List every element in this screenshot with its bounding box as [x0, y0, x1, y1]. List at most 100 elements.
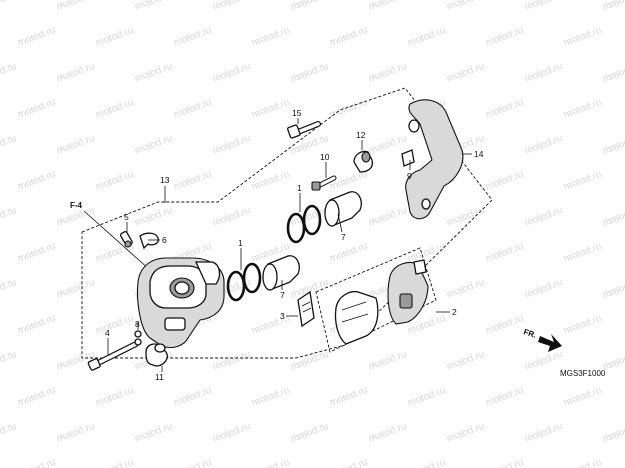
watermark-text: motod.ru — [523, 205, 564, 229]
watermark-text: motod.ru — [289, 0, 330, 13]
watermark-text: motod.ru — [601, 205, 625, 229]
callout-7-front[interactable]: 7 — [280, 290, 285, 300]
watermark-text: motod.ru — [94, 457, 135, 468]
watermark-text: motod.ru — [328, 25, 369, 49]
watermark-text: motod.ru — [484, 457, 525, 468]
watermark-text: motod.ru — [250, 313, 291, 337]
watermark-text: motod.ru — [0, 421, 18, 445]
watermark-text: motod.ru — [562, 169, 603, 193]
watermark-text: motod.ru — [0, 349, 18, 373]
watermark-text: motod.ru — [55, 61, 96, 85]
pad-spring — [297, 290, 315, 328]
callout-8[interactable]: 8 — [135, 319, 140, 329]
watermark-text: motod.ru — [601, 0, 625, 13]
callout-11[interactable]: 11 — [155, 372, 164, 382]
section-ref-label: F-4 — [70, 201, 83, 210]
watermark-text: motod.ru — [211, 61, 252, 85]
watermark-text: motod.ru — [562, 25, 603, 49]
watermark-text: motod.ru — [133, 205, 174, 229]
watermark-text: motod.ru — [328, 97, 369, 121]
callout-10[interactable]: 10 — [320, 152, 330, 162]
watermark-text: motod.ru — [328, 385, 369, 409]
watermark-text: motod.ru — [94, 385, 135, 409]
callout-5[interactable]: 5 — [124, 212, 129, 222]
callout-3[interactable]: 3 — [280, 311, 285, 321]
leader-f4 — [83, 210, 151, 271]
watermark-text: motod.ru — [172, 97, 213, 121]
watermark-text: motod.ru — [484, 25, 525, 49]
watermark-text: motod.ru — [523, 277, 564, 301]
bleeder-cap — [139, 232, 159, 250]
bracket-boot — [353, 150, 374, 173]
watermark-text: motod.ru — [16, 385, 57, 409]
watermark-text: motod.ru — [445, 205, 486, 229]
watermark-text: motod.ru — [601, 277, 625, 301]
watermark-text: motod.ru — [211, 133, 252, 157]
watermark-text: motod.ru — [562, 313, 603, 337]
watermark-text: motod.ru — [250, 385, 291, 409]
watermark-text: motod.ru — [16, 97, 57, 121]
watermark-text: motod.ru — [484, 241, 525, 265]
brake-pad-inner — [334, 290, 379, 345]
watermark-text: motod.ru — [406, 241, 447, 265]
watermark-text: motod.ru — [562, 97, 603, 121]
watermark-text: motod.ru — [211, 0, 252, 13]
watermark-text: motod.ru — [445, 61, 486, 85]
watermark-text: motod.ru — [289, 61, 330, 85]
watermark-text: motod.ru — [367, 421, 408, 445]
watermark-text: motod.ru — [16, 313, 57, 337]
callout-15[interactable]: 15 — [292, 108, 302, 118]
watermark-text: motod.ru — [445, 277, 486, 301]
piston-seal-rear — [286, 204, 322, 244]
callout-6[interactable]: 6 — [162, 235, 167, 245]
callout-1-front[interactable]: 1 — [238, 238, 243, 248]
callout-1-rear[interactable]: 1 — [297, 183, 302, 193]
watermark-text: motod.ru — [445, 349, 486, 373]
callout-numbers: 13 1 1 2 3 4 5 6 7 7 8 9 10 11 12 14 15 — [105, 108, 484, 382]
watermark-text: motod.ru — [133, 421, 174, 445]
watermark-text: motod.ru — [484, 97, 525, 121]
watermark-text: motod.ru — [0, 205, 18, 229]
watermark-text: motod.ru — [133, 61, 174, 85]
watermark-text: motod.ru — [172, 385, 213, 409]
pin-boot — [145, 343, 168, 367]
watermark-text: motod.ru — [367, 0, 408, 13]
piston-front — [262, 255, 300, 291]
watermark-text: motod.ru — [211, 205, 252, 229]
watermark-text: motod.ru — [328, 169, 369, 193]
watermark-text: motod.ru — [562, 385, 603, 409]
watermark-text: motod.ru — [367, 133, 408, 157]
callout-2[interactable]: 2 — [452, 307, 457, 317]
bleeder-screw — [119, 231, 133, 248]
watermark-text: motod.ru — [484, 313, 525, 337]
leader-lines — [107, 118, 472, 372]
watermark-text: motod.ru — [94, 97, 135, 121]
watermark-text: motod.ru — [367, 61, 408, 85]
diagram-code: MGS3F1000 — [560, 369, 606, 378]
watermark-text: motod.ru — [601, 421, 625, 445]
watermark-text: motod.ru — [445, 0, 486, 13]
watermark-text: motod.ru — [367, 349, 408, 373]
watermark-text: motod.ru — [445, 421, 486, 445]
watermark-text: motod.ru — [523, 133, 564, 157]
section-ref-f4[interactable]: F-4 — [70, 201, 151, 271]
watermark-text: motod.ru — [289, 421, 330, 445]
callout-12[interactable]: 12 — [356, 130, 366, 140]
watermark-text: motod.ru — [94, 25, 135, 49]
watermark-text: motod.ru — [601, 133, 625, 157]
watermark-text: motod.ru — [406, 457, 447, 468]
brake-pad-outer — [387, 259, 429, 325]
callout-13[interactable]: 13 — [160, 175, 170, 185]
callout-14[interactable]: 14 — [474, 149, 484, 159]
callout-9[interactable]: 9 — [407, 171, 412, 181]
watermark-text: motod.ru — [94, 313, 135, 337]
watermark-text: motod.ru — [328, 241, 369, 265]
watermark-text: motod.ru — [55, 277, 96, 301]
watermark-text: motod.ru — [0, 133, 18, 157]
watermark-text: motod.ru — [133, 133, 174, 157]
callout-4[interactable]: 4 — [105, 328, 110, 338]
callout-7-rear[interactable]: 7 — [341, 232, 346, 242]
watermark-text: motod.ru — [250, 457, 291, 468]
watermark-text: motod.ru — [16, 169, 57, 193]
watermark-text: motod.ru — [250, 25, 291, 49]
